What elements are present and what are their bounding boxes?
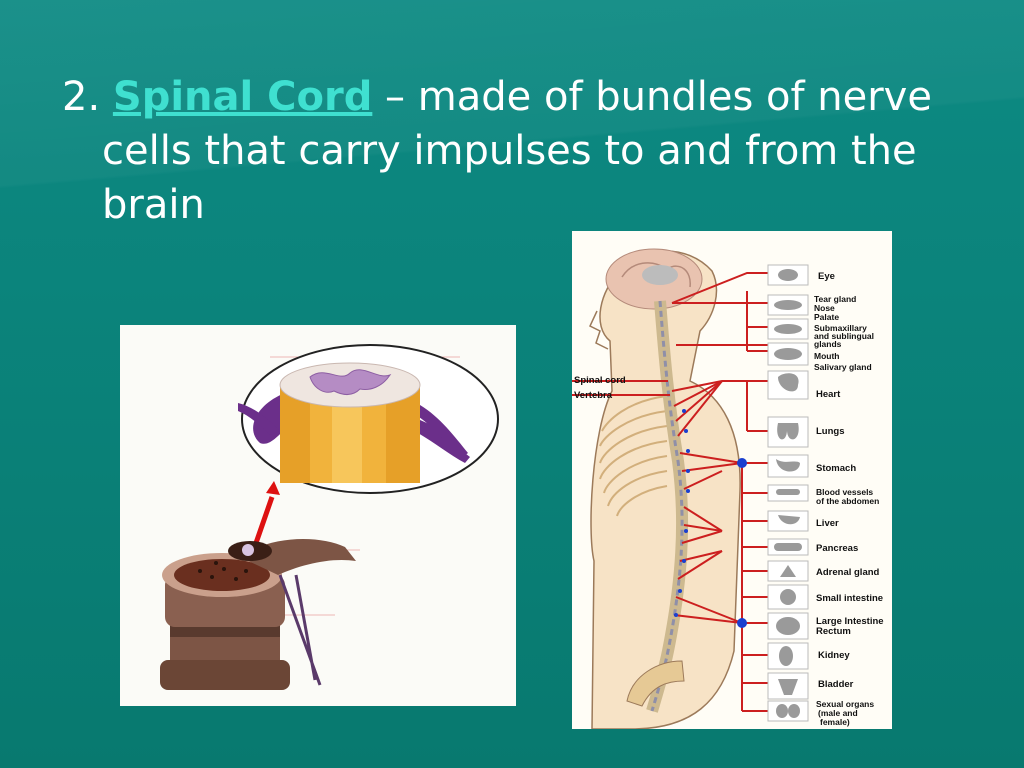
organ-label-female: female)	[820, 717, 850, 727]
organ-label-sublingual: and sublingual	[814, 331, 874, 341]
list-number: 2.	[62, 74, 101, 120]
organ-label-tear-gland: Tear gland	[814, 294, 856, 304]
vertebral-column	[160, 538, 356, 690]
label-vertebra: Vertebra	[574, 390, 613, 401]
spinal-cord-cylinder	[279, 362, 421, 483]
organ-label-abdomen: of the abdomen	[816, 496, 879, 506]
organ-label-salivary-gland: Salivary gland	[814, 362, 872, 372]
organ-label-stomach: Stomach	[816, 463, 856, 474]
label-spinal-cord: Spinal cord	[574, 375, 626, 386]
organ-label-male-and: (male and	[818, 708, 858, 718]
definition-paragraph: 2. Spinal Cord – made of bundles of nerv…	[62, 70, 982, 232]
organ-label-adrenal-gland: Adrenal gland	[816, 567, 880, 578]
organ-label-bladder: Bladder	[818, 679, 854, 690]
definition-text-3: brain	[102, 182, 205, 228]
organ-label-blood-vessels: Blood vessels	[816, 487, 873, 497]
human-body-silhouette	[589, 248, 741, 730]
organ-label-lungs: Lungs	[816, 426, 845, 437]
organ-label-glands: glands	[814, 339, 842, 349]
organ-label-submaxillary: Submaxillary	[814, 323, 867, 333]
organ-label-kidney: Kidney	[818, 650, 850, 661]
organ-label-sexual-organs: Sexual organs	[816, 699, 874, 709]
background-sweep	[0, 0, 1024, 220]
organ-label-small-intestine: Small intestine	[816, 593, 883, 604]
organ-chart-drawing: Spinal cord Vertebra	[572, 248, 884, 730]
definition-text-1: – made of bundles of nerve	[372, 74, 932, 120]
organ-icons	[767, 264, 809, 722]
organ-label-mouth: Mouth	[814, 351, 840, 361]
nervous-system-organ-chart: Spinal cord Vertebra	[572, 231, 892, 730]
organ-label-rectum: Rectum	[816, 626, 851, 637]
organ-label-eye: Eye	[818, 271, 835, 282]
organ-label-heart: Heart	[816, 389, 841, 400]
organ-label-liver: Liver	[816, 518, 839, 529]
definition-text-2: cells that carry impulses to and from th…	[102, 128, 917, 174]
organ-label-pancreas: Pancreas	[816, 543, 858, 554]
gray-matter	[309, 369, 392, 395]
organ-label-palate: Palate	[814, 312, 839, 322]
spinal-cord-section-illustration	[120, 325, 516, 706]
organ-label-nose: Nose	[814, 303, 835, 313]
term-spinal-cord[interactable]: Spinal Cord	[112, 74, 373, 120]
magnify-arrow	[253, 481, 280, 544]
spinal-cord-section-drawing	[160, 344, 499, 690]
slide-text: 2. Spinal Cord – made of bundles of nerv…	[62, 70, 982, 232]
organ-label-large-intestine: Large Intestine	[816, 616, 884, 627]
nerve-lines	[572, 272, 768, 712]
organ-icon-shapes	[774, 269, 802, 718]
ganglia	[674, 409, 747, 628]
